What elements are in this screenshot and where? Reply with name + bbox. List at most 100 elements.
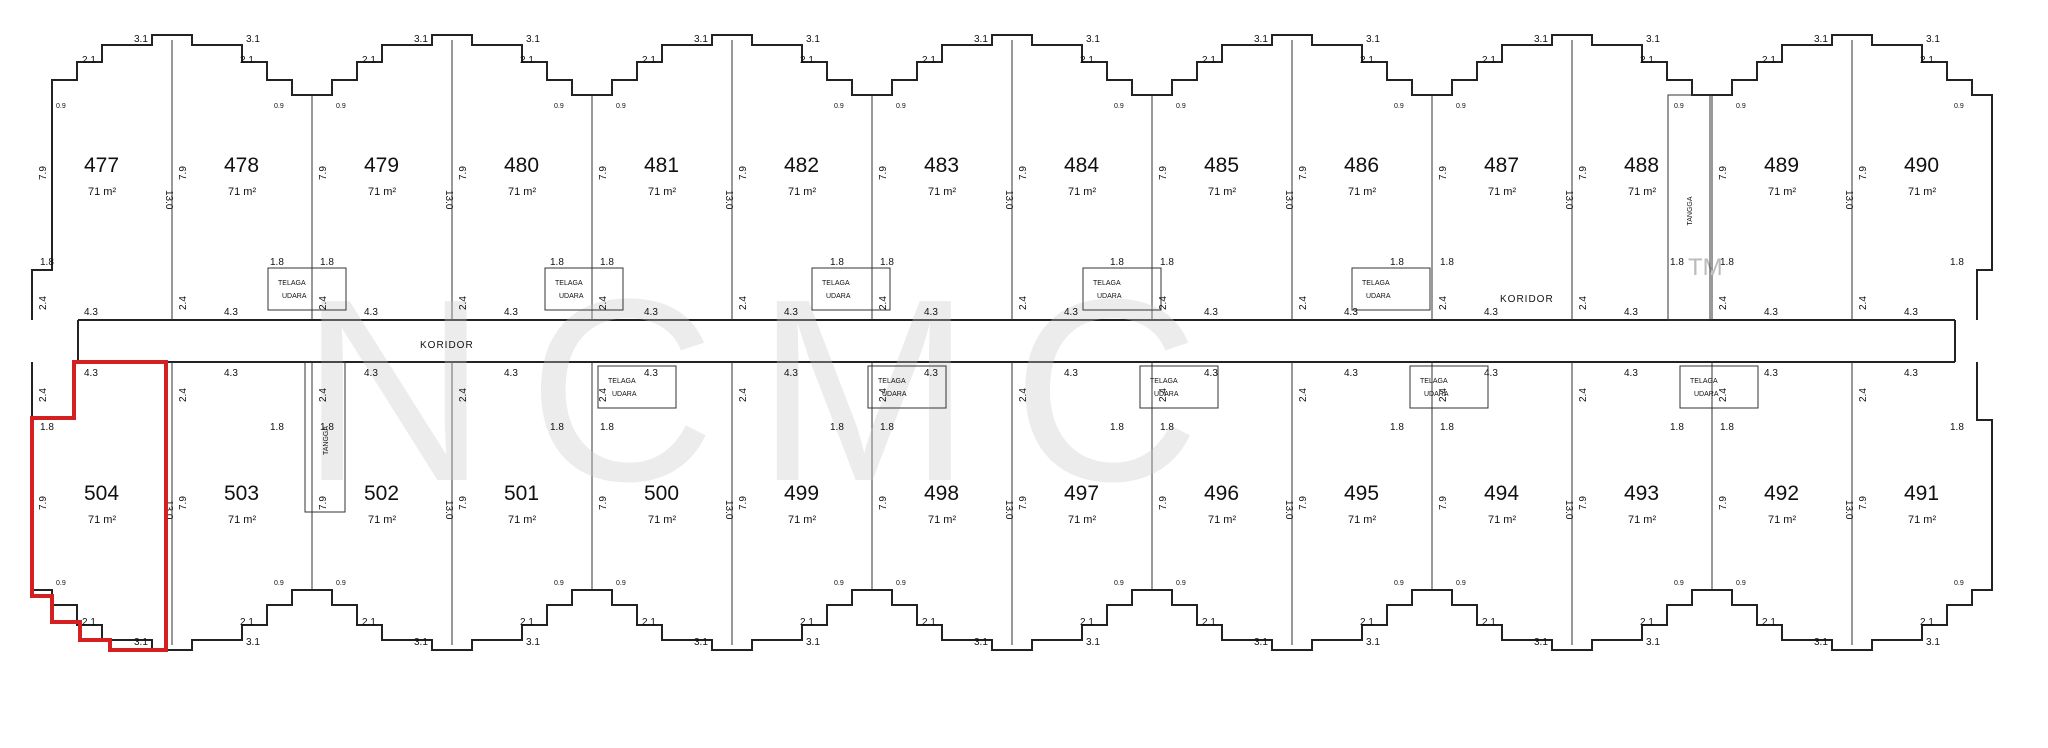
unit-number: 478: [224, 154, 259, 177]
air-shaft-box: [1082, 267, 1162, 311]
unit-area: 71 m²: [508, 186, 536, 198]
air-shaft-box: [267, 267, 347, 311]
unit-area: 71 m²: [88, 186, 116, 198]
dim-notch: 0.9: [1954, 580, 1964, 587]
dim-front-side: 2.1: [1360, 55, 1374, 66]
unit-area: 71 m²: [1208, 186, 1236, 198]
dim-notch: 0.9: [834, 580, 844, 587]
dim-height: 7.9: [1298, 496, 1309, 510]
dim-notch: 0.9: [554, 103, 564, 110]
dim-notch: 0.9: [336, 103, 346, 110]
dim-bay: 2.4: [738, 296, 749, 310]
dim-bay: 2.4: [878, 296, 889, 310]
unit-number: 477: [84, 154, 119, 177]
dim-front: 3.1: [134, 34, 148, 45]
dim-front: 3.1: [526, 34, 540, 45]
air-shaft-label: UDARA: [559, 293, 584, 300]
unit-area: 71 m²: [1768, 186, 1796, 198]
dim-notch: 0.9: [1736, 580, 1746, 587]
unit-number: 482: [784, 154, 819, 177]
dim-depth: 13.0: [723, 500, 734, 520]
dim-bay: 2.4: [598, 296, 609, 310]
dim-front-side: 2.1: [1202, 55, 1216, 66]
dim-height: 7.9: [1298, 166, 1309, 180]
air-shaft-label: UDARA: [282, 293, 307, 300]
unit-area: 71 m²: [928, 514, 956, 526]
dim-step: 1.8: [270, 257, 284, 268]
dim-width: 4.3: [84, 307, 98, 318]
dim-bay: 2.4: [38, 296, 49, 310]
dim-height: 7.9: [1438, 496, 1449, 510]
dim-height: 7.9: [458, 496, 469, 510]
dim-step: 1.8: [1720, 257, 1734, 268]
unit-area: 71 m²: [1488, 514, 1516, 526]
dim-bay: 2.4: [1438, 388, 1449, 402]
stair-well: TANGGA: [304, 361, 346, 513]
dim-step: 1.8: [320, 257, 334, 268]
bottom-facade-wall: [31, 362, 1993, 651]
dim-depth: 13.0: [1003, 190, 1014, 210]
dim-front-side: 2.1: [642, 617, 656, 628]
dim-width: 4.3: [504, 307, 518, 318]
wall-outline: [31, 34, 1993, 651]
dim-front-side: 2.1: [800, 617, 814, 628]
unit-number: 492: [1764, 482, 1799, 505]
dim-bay: 2.4: [178, 296, 189, 310]
dim-width: 4.3: [1484, 307, 1498, 318]
dim-width: 4.3: [1344, 368, 1358, 379]
unit-number: 501: [504, 482, 539, 505]
air-shaft-label: TELAGA: [822, 280, 850, 287]
dim-width: 4.3: [1624, 368, 1638, 379]
dim-bay: 2.4: [1578, 296, 1589, 310]
air-shaft-box: [811, 267, 891, 311]
unit-dimensions: 4.34.31.81.83.12.13.12.17.97.92.42.40.90…: [1158, 34, 1268, 648]
dim-front: 3.1: [1814, 637, 1828, 648]
dim-width: 4.3: [364, 307, 378, 318]
dim-front: 3.1: [414, 637, 428, 648]
dim-step: 1.8: [1950, 422, 1964, 433]
stair-box: [304, 361, 346, 513]
dim-notch: 0.9: [834, 103, 844, 110]
watermark: NCMC TM: [300, 246, 1723, 536]
dim-bay: 2.4: [598, 388, 609, 402]
dim-bay: 2.4: [458, 388, 469, 402]
dim-bay: 2.4: [1158, 388, 1169, 402]
dim-width: 4.3: [1204, 307, 1218, 318]
unit-area: 71 m²: [1068, 514, 1096, 526]
watermark-tm: TM: [1688, 254, 1723, 281]
dim-width: 4.3: [224, 368, 238, 379]
dim-step: 1.8: [550, 422, 564, 433]
air-shafts: TELAGAUDARATELAGAUDARATELAGAUDARATELAGAU…: [267, 267, 1759, 409]
dim-front-side: 2.1: [1762, 617, 1776, 628]
dim-notch: 0.9: [1114, 580, 1124, 587]
dim-step: 1.8: [1160, 422, 1174, 433]
dim-bay: 2.4: [38, 388, 49, 402]
unit-area: 71 m²: [648, 514, 676, 526]
dim-height: 7.9: [38, 166, 49, 180]
dim-front: 3.1: [1814, 34, 1828, 45]
unit-number: 493: [1624, 482, 1659, 505]
unit-number: 489: [1764, 154, 1799, 177]
dim-notch: 0.9: [1736, 103, 1746, 110]
air-shaft-box: [1351, 267, 1431, 311]
dim-front: 3.1: [526, 637, 540, 648]
unit-area: 71 m²: [648, 186, 676, 198]
unit-area: 71 m²: [928, 186, 956, 198]
unit-area: 71 m²: [788, 514, 816, 526]
dimension-labels: 4.3 4.3 1.8 1.8 3.1 2.1 3.1 2.1 7.9 7.9 2.4 2.4 0.9 0…: [38, 34, 1964, 648]
